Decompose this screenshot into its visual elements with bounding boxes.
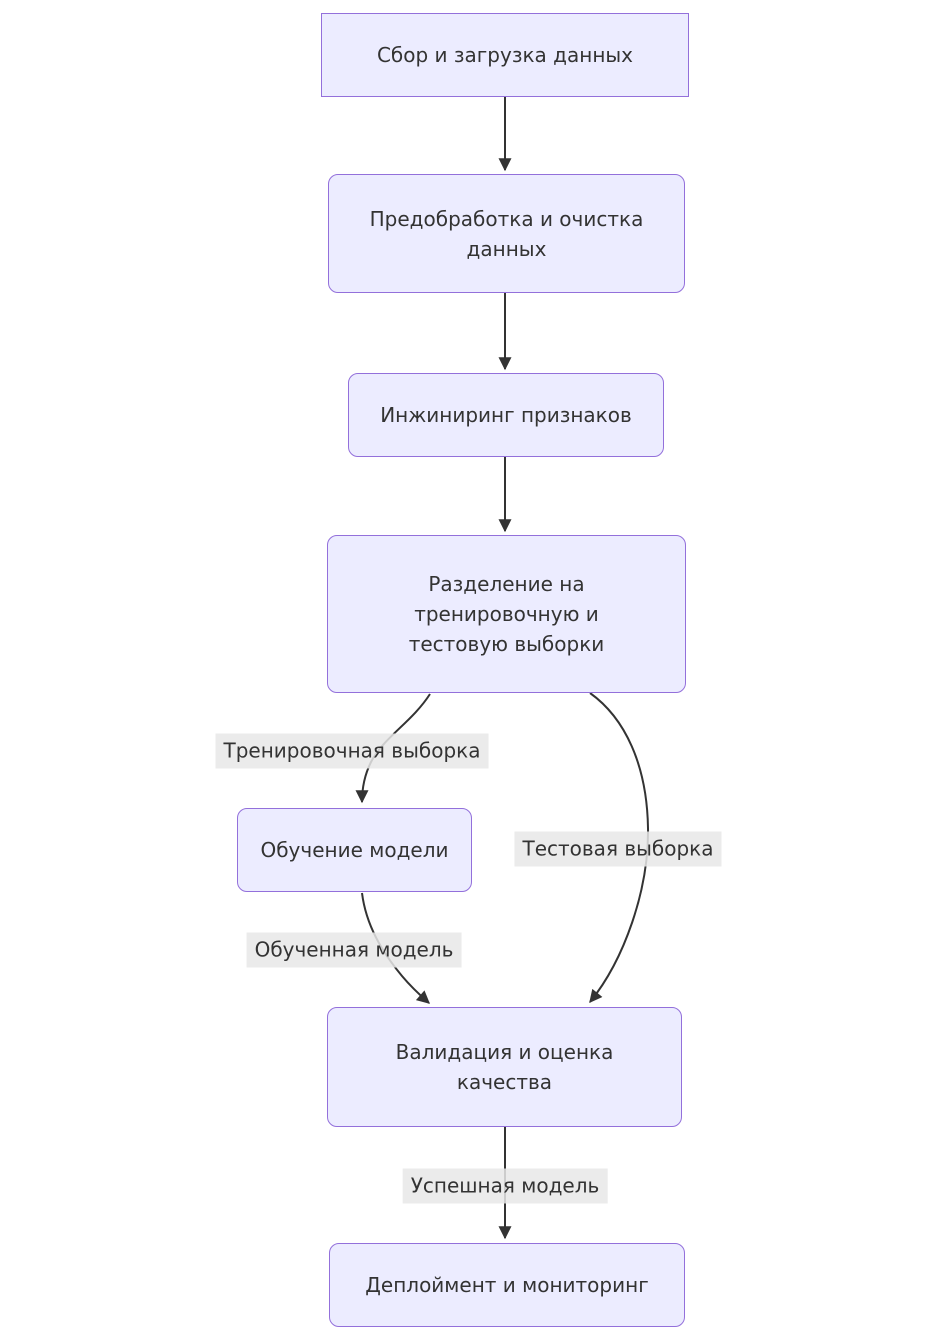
node-validation: Валидация и оценка качества	[327, 1007, 682, 1127]
node-model-training: Обучение модели	[237, 808, 472, 892]
edge-label-test-set: Тестовая выборка	[514, 831, 722, 867]
node-data-collection: Сбор и загрузка данных	[321, 13, 689, 97]
node-feature-engineering: Инжиниринг признаков	[348, 373, 664, 457]
node-deployment: Деплоймент и мониторинг	[329, 1243, 685, 1327]
node-preprocessing: Предобработка и очистка данных	[328, 174, 685, 293]
edge-label-training-set: Тренировочная выборка	[215, 733, 489, 769]
edge-label-trained-model: Обученная модель	[246, 932, 462, 968]
edge-label-successful-model: Успешная модель	[402, 1168, 608, 1204]
node-train-test-split: Разделение на тренировочную и тестовую в…	[327, 535, 686, 693]
